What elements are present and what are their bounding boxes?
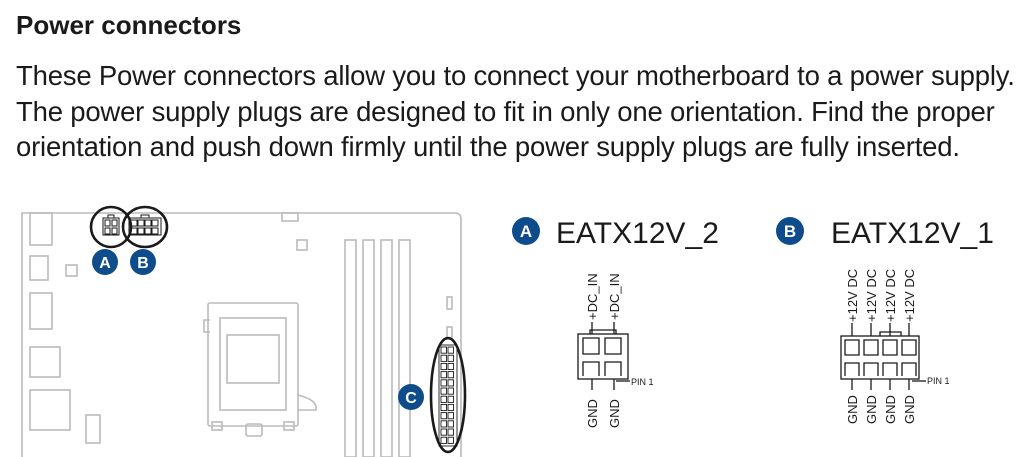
connector-c-pin (447, 362, 454, 371)
board-badge-b: B (130, 249, 156, 275)
socket-clip (283, 421, 295, 431)
connector-c-pin (447, 428, 454, 436)
svg-text:B: B (137, 255, 149, 272)
pin-label: GND (607, 399, 622, 428)
connector-b-header: B EATX12V_1 (776, 217, 994, 250)
io-block (29, 346, 61, 378)
connector-c-pin (440, 362, 447, 371)
io-block (29, 389, 71, 431)
highlight-ring-b (121, 205, 169, 249)
connector-c-pin (447, 436, 454, 444)
pin-label: GND (845, 395, 860, 424)
connector-b-title: EATX12V_1 (831, 217, 994, 250)
paragraph-line: These Power connectors allow you to conn… (16, 60, 1015, 91)
section-heading: Power connectors (16, 10, 242, 40)
socket-clip (245, 423, 263, 437)
connector-b-badge (776, 217, 804, 245)
socket-clip (211, 421, 223, 431)
connector-c-pin (447, 420, 454, 428)
pin-label: GND (585, 399, 600, 428)
svg-text:A: A (520, 222, 532, 241)
pin-label: GND (864, 395, 879, 424)
small-chip (281, 212, 299, 222)
connector-c-pin (447, 403, 454, 412)
io-block (29, 212, 53, 246)
connector-c-pin (447, 412, 454, 420)
connector-c-pin (440, 354, 447, 362)
connector-c-housing (438, 344, 458, 447)
connector-c-pin (440, 420, 447, 428)
connector-a-header: A EATX12V_2 (512, 217, 719, 250)
connector-a-title: EATX12V_2 (556, 217, 719, 250)
socket-tab (203, 319, 210, 333)
small-chip (65, 264, 78, 277)
small-chip (296, 239, 308, 251)
small-header (446, 296, 453, 310)
connector-c-pin (447, 395, 454, 403)
paragraph-line: The power supply plugs are designed to f… (16, 95, 995, 127)
connector-c-pin (440, 412, 447, 420)
connector-a-pinout: +DC_IN +DC_IN PIN 1 GND GND (577, 273, 654, 428)
board-badge-a: A (92, 249, 118, 275)
connector-c-pin (440, 436, 447, 444)
connector-a-badge (512, 217, 540, 245)
motherboard-illustration (21, 212, 462, 457)
io-block (29, 255, 49, 281)
svg-text:B: B (784, 222, 796, 241)
board-connector-c (438, 344, 458, 447)
intro-paragraph: These Power connectors allow you to conn… (16, 58, 1015, 165)
pin1-label: PIN 1 (927, 376, 950, 386)
connector-c-pin (447, 387, 454, 395)
connector-c-pin (447, 371, 454, 379)
connector-c-pin (440, 387, 447, 395)
io-block (85, 414, 101, 444)
socket-lever (297, 394, 317, 411)
cpu-socket (207, 302, 299, 427)
io-block (29, 292, 53, 330)
svg-text:A: A (99, 255, 111, 272)
pin1-label: PIN 1 (631, 377, 654, 387)
pin-label: +DC_IN (585, 273, 600, 320)
pin-label: GND (883, 395, 898, 424)
highlight-ring-c (429, 336, 467, 454)
pin-label: +12V DC (845, 269, 860, 322)
connector-c-pin (447, 354, 454, 362)
board-connector-b (128, 214, 162, 236)
pin-label: GND (902, 395, 917, 424)
board-badge-c: C (398, 384, 424, 410)
connector-c-pin (440, 395, 447, 403)
connector-c-pin (440, 346, 447, 354)
dimm-slot (380, 239, 393, 457)
pin-label: +12V DC (902, 269, 917, 322)
connector-c-pin (440, 403, 447, 412)
dimm-slot (398, 239, 411, 457)
connector-c-pin (447, 379, 454, 387)
cpu-die (226, 334, 280, 384)
pin-label: +DC_IN (607, 273, 622, 320)
pin-label: +12V DC (883, 269, 898, 322)
connector-c-pin (440, 371, 447, 379)
paragraph-line: orientation and push down firmly until t… (16, 131, 960, 162)
connector-c-pin (440, 379, 447, 387)
connector-b-pinout: +12V DC +12V DC +12V DC +12V DC PIN 1 (840, 269, 950, 424)
pin-label: +12V DC (864, 269, 879, 322)
dimm-slot (344, 239, 357, 457)
connector-c-pin (447, 346, 454, 354)
dimm-slot (362, 239, 375, 457)
board-connector-a (102, 214, 120, 236)
board-outline (21, 212, 462, 457)
svg-text:C: C (405, 390, 417, 407)
connector-c-pin (440, 428, 447, 436)
highlight-ring-a (89, 205, 133, 249)
cpu-socket-inner (219, 317, 287, 411)
